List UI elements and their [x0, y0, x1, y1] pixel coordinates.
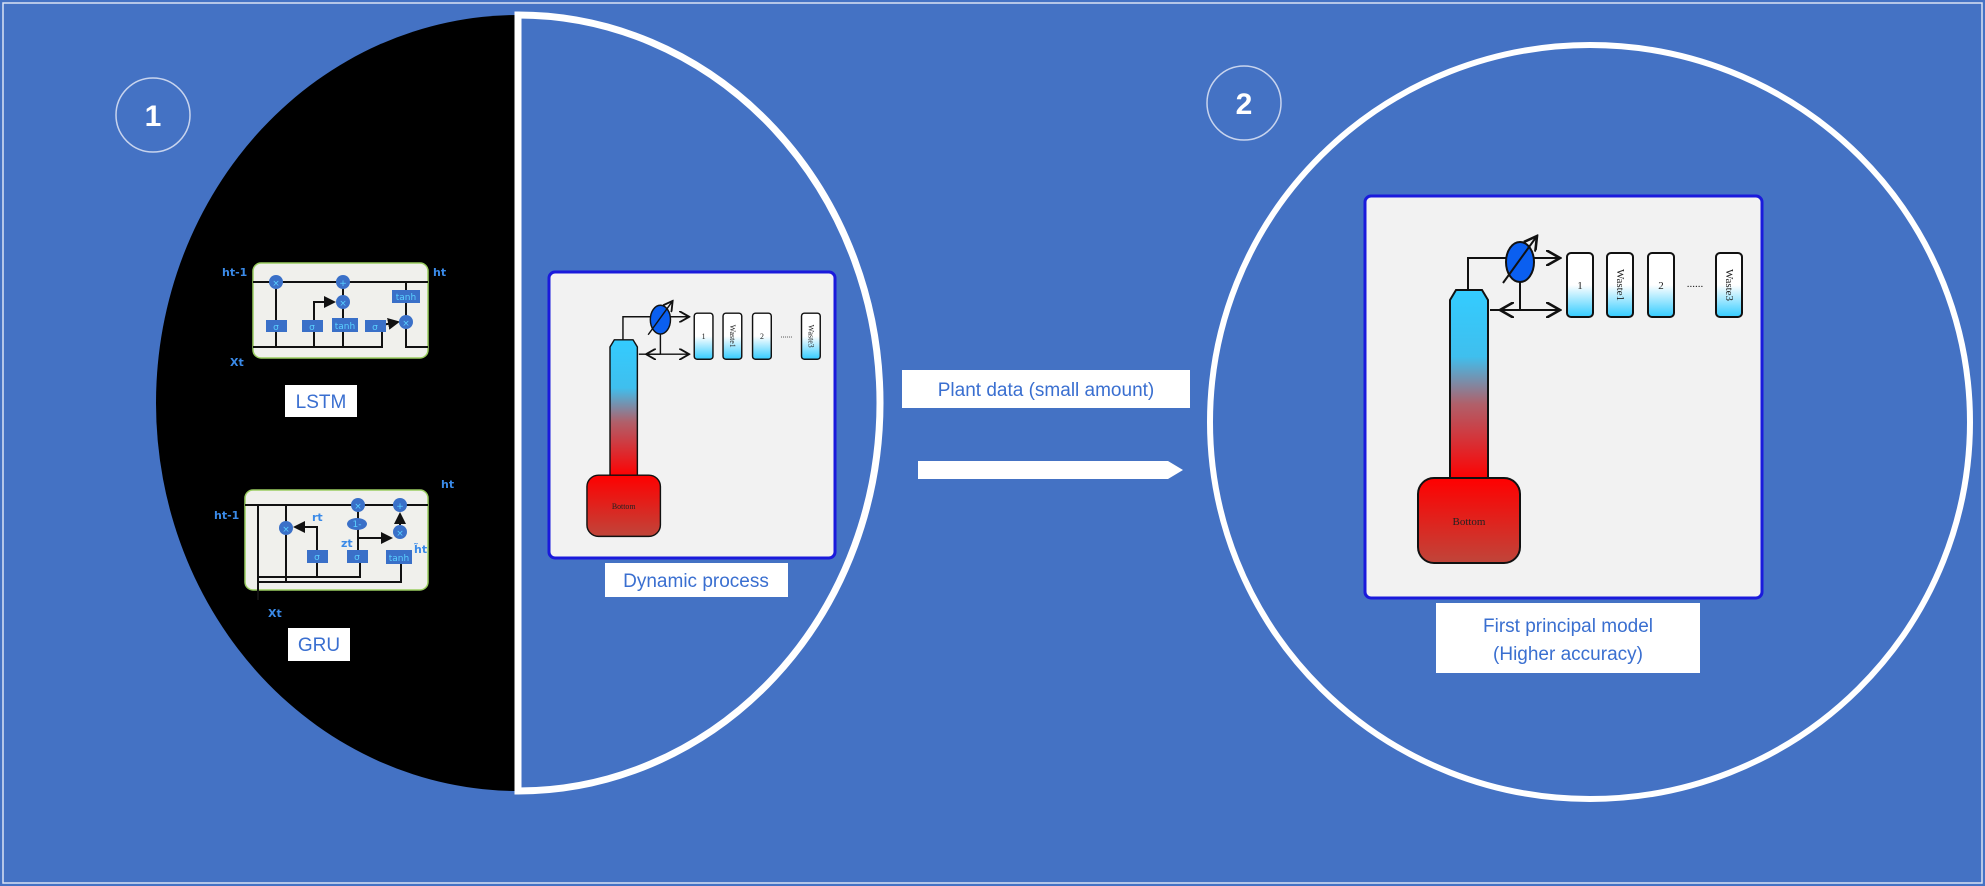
first-principle-model-schematic: Bottom 1 Waste1 2 ...... Waste3: [1417, 236, 1743, 564]
svg-text:σ: σ: [354, 553, 360, 563]
svg-text:+: +: [396, 502, 404, 512]
transfer-arrow: [918, 461, 1183, 479]
svg-text:×: ×: [402, 319, 410, 329]
dynamic-process-label: Dynamic process: [605, 563, 788, 597]
svg-text:σ: σ: [314, 553, 320, 563]
svg-text:rt: rt: [312, 511, 323, 524]
tank: [1647, 252, 1675, 318]
dynamic-process-schematic: Bottom 1 Waste1 2 ...... Waste3: [586, 301, 821, 538]
right-circle-outline: [1207, 42, 1973, 802]
bottom-label: Bottom: [612, 502, 637, 511]
ellipsis: ......: [1687, 278, 1704, 290]
tank-label: 1: [702, 332, 706, 341]
left-circle-outline: [514, 11, 884, 795]
svg-text:tanh: tanh: [396, 293, 416, 303]
gru-label: GRU: [288, 628, 350, 661]
svg-text:Xt: Xt: [268, 607, 282, 620]
tank-label: Waste1: [728, 325, 737, 348]
gru-cell: σ σ tanh × × 1- + × ht-1 ht Xt rt zt h̃t: [214, 478, 454, 620]
bottom-label: Bottom: [1452, 516, 1485, 528]
svg-text:Dynamic process: Dynamic process: [623, 571, 769, 592]
distillation-column: [1449, 289, 1489, 481]
tank: [800, 312, 821, 360]
valve-icon: [1505, 241, 1535, 283]
svg-text:GRU: GRU: [298, 635, 340, 656]
distillation-column: [609, 339, 639, 478]
svg-text:×: ×: [272, 279, 280, 289]
svg-text:σ: σ: [309, 323, 315, 333]
svg-text:LSTM: LSTM: [296, 392, 347, 413]
svg-text:1-: 1-: [353, 520, 362, 530]
tank-label: Waste3: [807, 325, 816, 348]
bottom-vessel: [586, 474, 662, 538]
svg-text:×: ×: [354, 502, 362, 512]
lstm-label: LSTM: [285, 385, 357, 417]
tank: [693, 312, 714, 360]
svg-text:(Higher accuracy): (Higher accuracy): [1493, 644, 1643, 665]
tank-label: Waste1: [1614, 269, 1626, 301]
ellipsis: ......: [780, 331, 792, 340]
svg-text:ht-1: ht-1: [222, 266, 247, 279]
plant-data-label: Plant data (small amount): [902, 370, 1190, 408]
tank: [1715, 252, 1743, 318]
svg-text:ht: ht: [441, 478, 454, 491]
tank: [1566, 252, 1594, 318]
tank-label: Waste3: [1723, 269, 1735, 302]
bottom-vessel: [1417, 477, 1521, 564]
svg-text:σ: σ: [273, 323, 279, 333]
svg-text:First principal model: First principal model: [1483, 616, 1653, 637]
svg-text:2: 2: [1236, 88, 1253, 121]
step-1-badge: 1: [115, 77, 191, 153]
svg-text:tanh: tanh: [389, 554, 409, 564]
first-principle-model-label: First principal model (Higher accuracy): [1436, 603, 1700, 673]
svg-text:1: 1: [145, 100, 162, 133]
dynamic-process-slot: Bottom 1 Waste1 2 ...... Waste3: [586, 301, 821, 538]
svg-text:zt: zt: [341, 537, 353, 550]
svg-text:×: ×: [282, 525, 290, 535]
valve-icon: [649, 304, 672, 335]
svg-text:h̃t: h̃t: [414, 543, 427, 556]
svg-text:σ: σ: [372, 323, 378, 333]
svg-text:×: ×: [396, 529, 404, 539]
svg-text:×: ×: [339, 299, 347, 309]
tank-label: 2: [760, 332, 764, 341]
tank-label: 1: [1577, 280, 1583, 292]
svg-text:tanh: tanh: [335, 322, 355, 332]
svg-text:+: +: [339, 279, 347, 289]
step-2-badge: 2: [1206, 65, 1282, 141]
svg-text:ht-1: ht-1: [214, 509, 239, 522]
tank: [1606, 252, 1634, 318]
tank: [751, 312, 772, 360]
svg-text:ht: ht: [433, 266, 446, 279]
svg-text:Xt: Xt: [230, 356, 244, 369]
tank-label: 2: [1658, 280, 1664, 292]
tank: [722, 312, 743, 360]
svg-text:Plant data (small amount): Plant data (small amount): [938, 380, 1155, 401]
lstm-cell: σ σ tanh σ tanh × + × × ht-1 ht Xt: [222, 262, 446, 369]
